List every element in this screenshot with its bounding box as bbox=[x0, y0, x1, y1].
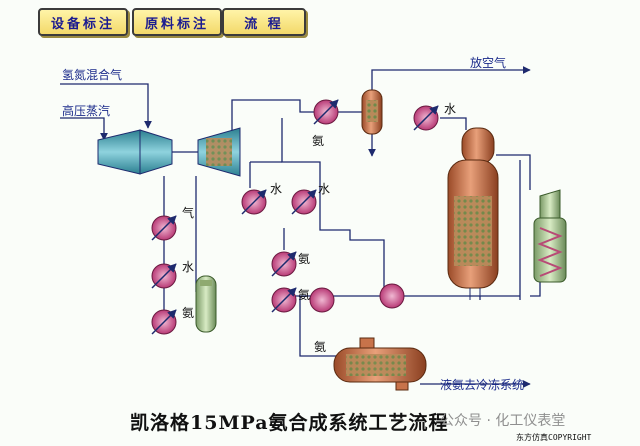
exchanger-interchanger bbox=[309, 287, 335, 313]
heat-exchangers bbox=[151, 99, 439, 335]
copyright-notice: 东方仿真COPYRIGHT bbox=[516, 433, 592, 442]
medium-label-water-left: 水 bbox=[182, 260, 195, 274]
loop-line-mid bbox=[281, 118, 385, 296]
vent-gas-label: 放空气 bbox=[470, 56, 507, 70]
liquid-ammonia-label: 液氨去冷冻系统 bbox=[440, 378, 525, 392]
exchanger-arrows bbox=[151, 99, 439, 335]
to-flash-line bbox=[299, 296, 340, 357]
medium-label-water-top: 水 bbox=[444, 102, 457, 116]
discharge-line bbox=[231, 99, 340, 140]
medium-label-water-mid2: 水 bbox=[318, 182, 331, 196]
medium-label-gas: 气 bbox=[182, 206, 195, 220]
steam-line bbox=[60, 117, 108, 141]
separator-vessel bbox=[361, 89, 383, 135]
syngas-compressor bbox=[97, 127, 241, 177]
ammonia-separator bbox=[195, 275, 217, 333]
medium-label-ammonia-top: 氨 bbox=[312, 134, 325, 148]
ammonia-converter bbox=[447, 127, 499, 300]
tab-flow[interactable]: 流 程 bbox=[222, 8, 306, 36]
flash-tank bbox=[333, 337, 427, 391]
diagram-title: 凯洛格15MPa氨合成系统工艺流程 bbox=[130, 412, 449, 434]
feed-gas-label: 氢氮混合气 bbox=[62, 68, 123, 82]
vent-line bbox=[371, 66, 531, 90]
tab-material-labels[interactable]: 原料标注 bbox=[132, 8, 222, 36]
medium-label-water-mid1: 水 bbox=[270, 182, 283, 196]
to-converter-line bbox=[440, 117, 467, 130]
medium-label-ammonia-left: 氨 bbox=[182, 306, 195, 320]
feed-gas-line bbox=[60, 83, 152, 129]
medium-label-ammonia-mid1: 氨 bbox=[298, 252, 311, 266]
converter-out-line bbox=[496, 154, 531, 190]
steam-label: 高压蒸汽 bbox=[62, 104, 111, 118]
medium-label-ammonia-mid2: 氨 bbox=[298, 288, 311, 302]
tab-equipment-labels[interactable]: 设备标注 bbox=[38, 8, 128, 36]
medium-label-ammonia-bottom: 氨 bbox=[314, 340, 327, 354]
exchanger-loop bbox=[379, 283, 405, 309]
watermark: 公众号 · 化工仪表堂 bbox=[440, 413, 566, 429]
waste-heat-boiler bbox=[533, 189, 567, 283]
